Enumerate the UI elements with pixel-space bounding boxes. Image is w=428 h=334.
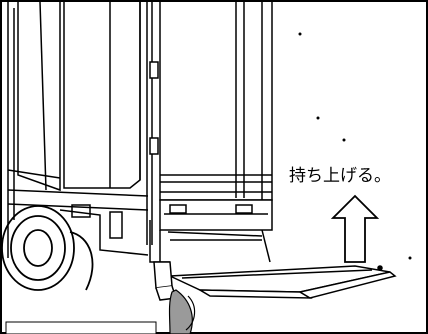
instruction-label: 持ち上げる。 bbox=[289, 166, 391, 186]
rear-wheel bbox=[1, 205, 94, 291]
hand bbox=[168, 289, 196, 334]
ground-marks bbox=[5, 32, 412, 334]
lift-gate-platform bbox=[153, 261, 397, 301]
truck-body bbox=[7, 1, 273, 268]
up-arrow-icon bbox=[330, 194, 380, 263]
